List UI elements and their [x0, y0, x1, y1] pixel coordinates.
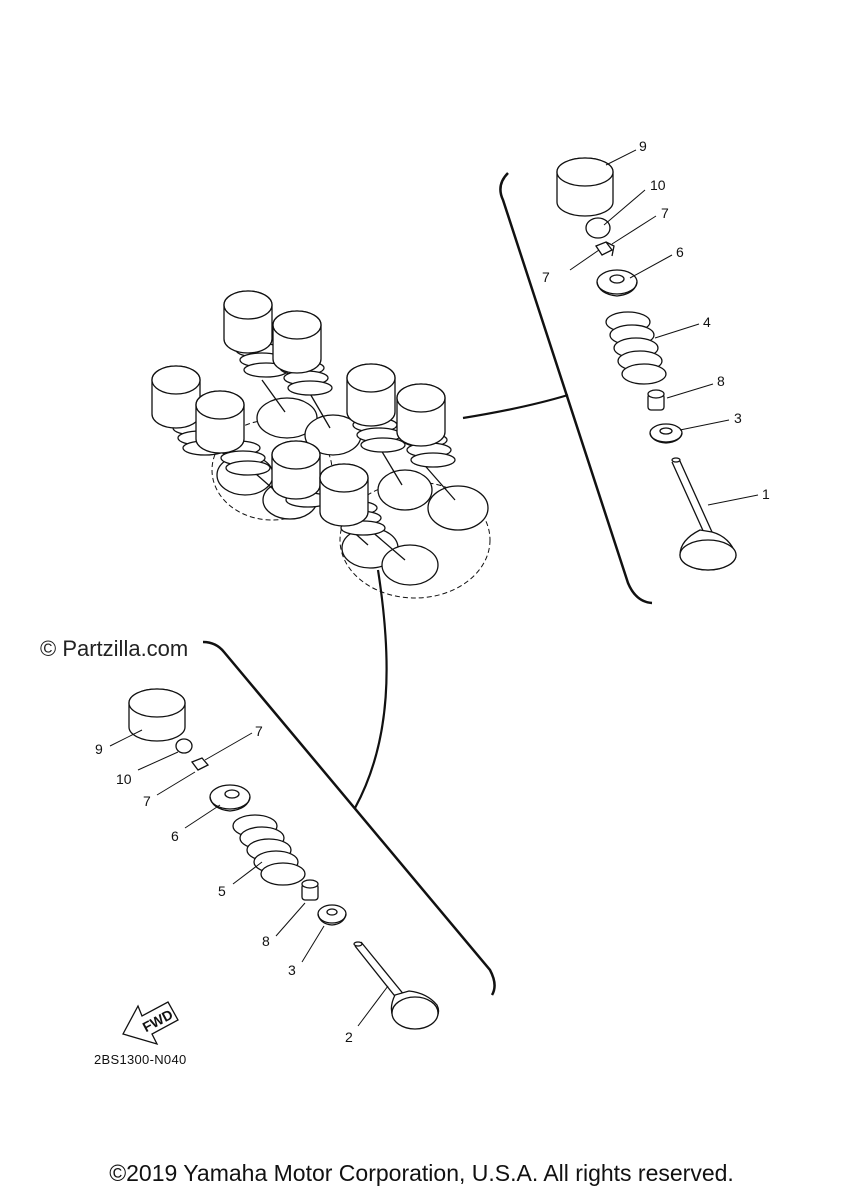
lower-shim-pad: [175, 738, 193, 754]
upper-bracket: [499, 172, 653, 605]
upper-callout-seat: 3: [734, 410, 742, 426]
lower-callout-seal: 8: [262, 933, 270, 949]
lower-callout-keeper-left: 7: [143, 793, 151, 809]
diagram-reference-code: 2BS1300-N040: [94, 1052, 187, 1067]
lower-callout-valve: 2: [345, 1029, 353, 1045]
watermark: © Partzilla.com: [40, 636, 189, 661]
upper-callout-keeper-right: 7: [661, 205, 669, 221]
fwd-arrow-icon: FWD: [122, 1001, 179, 1046]
lower-callout-pad: 10: [116, 771, 132, 787]
lower-spring-seat: [317, 904, 347, 926]
bucket-lifters: [151, 290, 446, 527]
lower-callout-lifter: 9: [95, 741, 103, 757]
upper-bucket-lifter: [556, 157, 614, 217]
upper-stem-seal: [647, 389, 665, 411]
lower-leader-lines: [109, 729, 389, 1027]
group-connectors: [354, 393, 569, 809]
upper-callout-seal: 8: [717, 373, 725, 389]
lower-callout-spring: 5: [218, 883, 226, 899]
upper-valve-keeper: [595, 241, 615, 257]
lower-bracket: [202, 640, 496, 996]
lower-exploded-view: [109, 640, 496, 1030]
lower-exhaust-valve: [353, 941, 440, 1030]
upper-intake-valve: [671, 457, 737, 571]
upper-callout-retainer: 6: [676, 244, 684, 260]
upper-shim-pad: [585, 217, 611, 239]
lower-spring-retainer: [209, 784, 251, 812]
upper-exploded-view: [499, 149, 759, 605]
lower-valve-spring: [232, 814, 306, 886]
lower-bucket-lifter: [128, 688, 186, 742]
lower-valve-keeper: [190, 757, 210, 771]
copyright-notice: ©2019 Yamaha Motor Corporation, U.S.A. A…: [109, 1160, 734, 1186]
upper-spring-seat: [649, 423, 683, 444]
upper-callout-valve: 1: [762, 486, 770, 502]
upper-callout-spring: 4: [703, 314, 711, 330]
upper-spring-retainer: [596, 269, 638, 297]
upper-callout-keeper-left: 7: [542, 269, 550, 285]
lower-callout-keeper-right: 7: [255, 723, 263, 739]
upper-leader-lines: [569, 149, 759, 506]
upper-callout-pad: 10: [650, 177, 666, 193]
upper-valve-spring: [605, 311, 667, 385]
center-valve-assembly: [151, 290, 491, 599]
lower-stem-seal: [301, 879, 319, 901]
lower-callout-seat: 3: [288, 962, 296, 978]
upper-callout-lifter: 9: [639, 138, 647, 154]
lower-callout-retainer: 6: [171, 828, 179, 844]
